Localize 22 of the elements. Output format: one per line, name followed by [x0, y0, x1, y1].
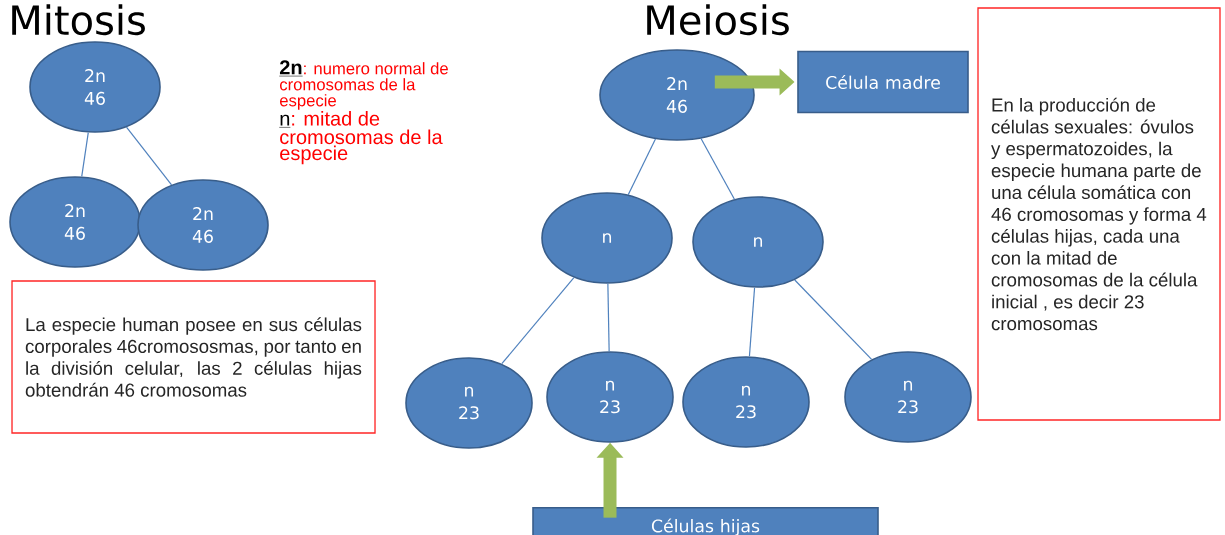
- connector-line: [607, 283, 610, 352]
- label: cromosomas de la: [280, 129, 443, 145]
- label: : numero normal de: [304, 62, 448, 75]
- label: n: [280, 114, 290, 126]
- connector-line: [81, 131, 89, 178]
- note-box: En la producción de células sexuales: óvulos y espermatozoides, la especie humana parte de una célula somática con 46 cromosomas y forma 4 células hijas, cada una con la mitad de cromosomas de la célula inicial , es decir 23 cromosomas: [977, 7, 1221, 421]
- connector-line: [748, 287, 756, 357]
- label: especie: [279, 94, 336, 110]
- label: cromosomas de la: [279, 78, 416, 91]
- note-box: La especie human posee en sus células corporales 46cromososmas, por tanto en la división celular, las 2 células hijas obtendrán 46 cromosomas: [11, 280, 376, 434]
- connector-line: [125, 126, 173, 186]
- label: especie: [280, 145, 348, 165]
- legend-text: 2n: numero normal de cromosomas de la especie n: mitad de cromosomas de la especie: [279, 60, 448, 165]
- connector-line: [627, 138, 657, 196]
- label: : mitad de: [292, 111, 380, 126]
- label-box: Células hijas: [532, 507, 879, 535]
- section-heading: Meiosis: [647, 4, 789, 36]
- label-box: Célula madre: [797, 50, 969, 114]
- label: 2n: [279, 60, 302, 75]
- connector-line: [501, 276, 575, 365]
- connector-line: [700, 137, 736, 200]
- connector-line: [794, 279, 873, 360]
